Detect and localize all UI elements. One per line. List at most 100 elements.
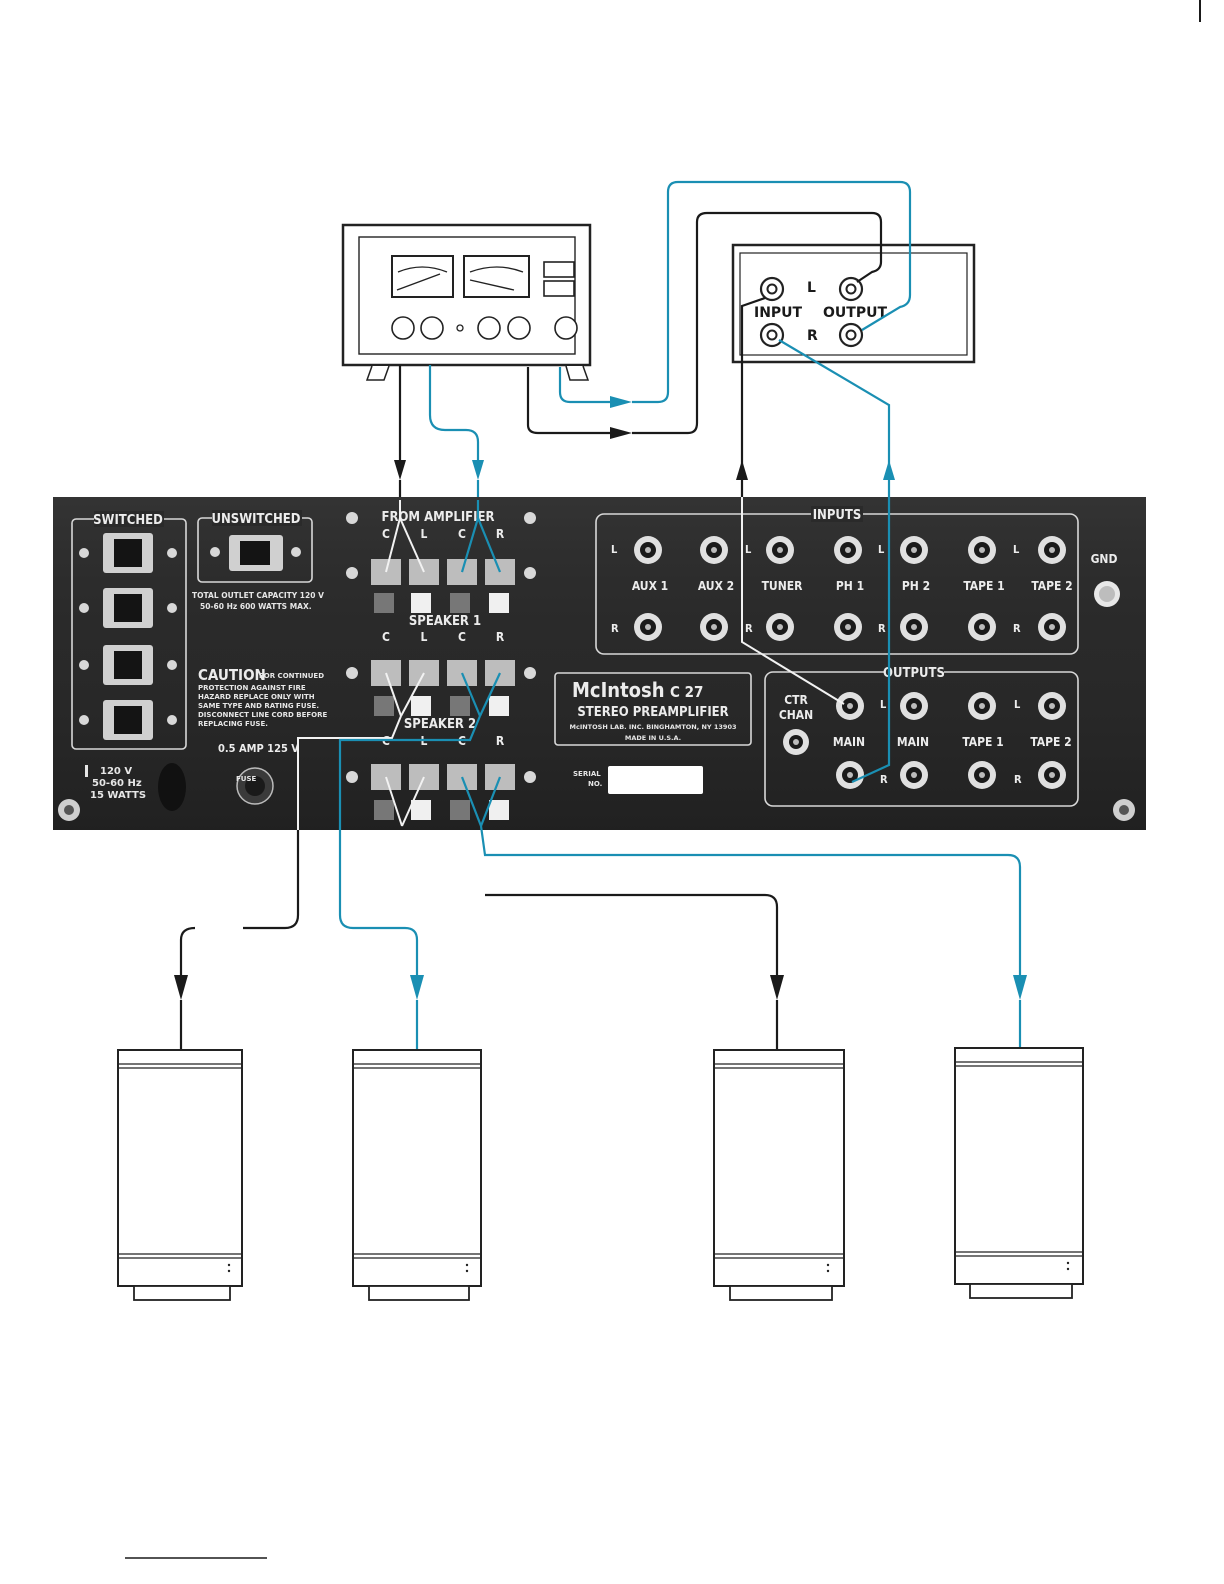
rca-jack — [1038, 692, 1066, 720]
rca-jack — [834, 536, 862, 564]
row-label-l: L — [745, 543, 752, 556]
rca-jack — [900, 692, 928, 720]
row-label-l: L — [611, 543, 618, 556]
col-label-r: R — [496, 527, 505, 541]
col-label-r: R — [496, 734, 505, 748]
power-watts: 15 WATTS — [90, 790, 146, 801]
col-label-r: R — [496, 630, 505, 644]
input-label-aux2: AUX 2 — [698, 579, 734, 593]
inputs-section: INPUTS L R L R L R L R AUX 1 AUX 2 TUNER — [595, 506, 1079, 655]
outlet-capacity-line1: TOTAL OUTLET CAPACITY 120 V — [192, 591, 324, 600]
rca-jack — [766, 536, 794, 564]
gnd-label: GND — [1091, 552, 1118, 566]
input-label-aux1: AUX 1 — [632, 579, 668, 593]
row-label-r: R — [611, 622, 619, 635]
rca-jack — [634, 613, 662, 641]
rca-jack — [834, 613, 862, 641]
power-cord — [158, 763, 186, 811]
speaker1-label: SPEAKER 1 — [409, 614, 481, 629]
output-label-tape1: TAPE 1 — [962, 735, 1003, 749]
input-label-tape2: TAPE 2 — [1031, 579, 1072, 593]
speaker-front-left — [117, 1049, 243, 1301]
caution-notice: CAUTION FOR CONTINUED PROTECTION AGAINST… — [198, 666, 327, 755]
rca-jack — [900, 613, 928, 641]
output-label-tape2: TAPE 2 — [1030, 735, 1071, 749]
amp-knob — [420, 316, 444, 340]
output-label-main-r: MAIN — [897, 735, 929, 749]
ctr-chan-line2: CHAN — [779, 708, 813, 722]
caution-line1: FOR CONTINUED — [259, 672, 324, 680]
terminal-release — [374, 800, 394, 820]
col-label-c: C — [458, 630, 466, 644]
outputs-label: OUTPUTS — [883, 666, 945, 681]
terminal-release — [411, 593, 431, 613]
input-jacks — [634, 536, 1066, 641]
signal-processor: L R INPUT OUTPUT — [731, 243, 976, 364]
input-label-ph2: PH 2 — [902, 579, 930, 593]
made-in: MADE IN U.S.A. — [625, 734, 681, 742]
amp-knob — [477, 316, 501, 340]
amp-switch-lower — [543, 280, 575, 297]
terminal-release — [489, 696, 509, 716]
amp-knob — [391, 316, 415, 340]
serial-no-label: NO. — [588, 780, 602, 788]
amp-switch-upper — [543, 261, 575, 278]
speaker-front-right — [352, 1049, 482, 1301]
terminal-release — [374, 593, 394, 613]
ctr-chan-line1: CTR — [784, 693, 808, 707]
product-name: STEREO PREAMPLIFIER — [577, 705, 728, 720]
caution-line5: DISCONNECT LINE CORD BEFORE — [198, 711, 327, 719]
speaker-rear-right — [954, 1047, 1084, 1299]
processor-jack-input-l — [759, 276, 785, 302]
switched-outlet — [79, 645, 177, 685]
wires-bottom — [174, 825, 1027, 1050]
terminal-release — [489, 593, 509, 613]
caution-line3: HAZARD REPLACE ONLY WITH — [198, 693, 315, 701]
rca-jack — [766, 613, 794, 641]
serial-number-plate — [608, 766, 703, 794]
ground-terminal: GND — [1091, 552, 1120, 607]
processor-jack-output-r — [838, 322, 864, 348]
rca-jack — [1038, 761, 1066, 789]
from-amplifier-label: FROM AMPLIFIER — [381, 510, 494, 525]
input-label-tuner: TUNER — [762, 579, 804, 593]
amp-knob — [554, 316, 578, 340]
caution-title: CAUTION — [198, 666, 266, 684]
terminal-release — [489, 800, 509, 820]
caution-line4: SAME TYPE AND RATING FUSE. — [198, 702, 319, 710]
unswitched-outlet-box: UNSWITCHED TOTAL OUTLET CAPACITY 120 V 5… — [192, 510, 324, 611]
brand-logo: McIntosh — [572, 678, 665, 702]
input-label-tape1: TAPE 1 — [963, 579, 1004, 593]
terminal-release — [450, 800, 470, 820]
row-label-r: R — [880, 773, 888, 786]
processor-jack-input-r — [759, 322, 785, 348]
power-section: 120 V 50-60 Hz 15 WATTS FUSE — [58, 763, 1135, 821]
fuse-rating: 0.5 AMP 125 V — [218, 742, 299, 755]
switched-outlet — [79, 588, 177, 628]
outlet-capacity-line2: 50-60 Hz 600 WATTS MAX. — [200, 602, 312, 611]
model-number: C 27 — [670, 683, 703, 701]
rca-jack — [968, 536, 996, 564]
amp-foot-left — [365, 365, 390, 381]
output-label-main-l: MAIN — [833, 735, 865, 749]
speaker-rear-left — [713, 1049, 845, 1301]
unswitched-label: UNSWITCHED — [211, 512, 300, 527]
terminal-release — [411, 696, 431, 716]
switched-outlets: SWITCHED — [71, 511, 187, 750]
speaker2-label: SPEAKER 2 — [404, 717, 476, 732]
processor-label-input: INPUT — [754, 305, 803, 321]
rca-jack — [700, 613, 728, 641]
rca-jack — [968, 613, 996, 641]
row-label-r: R — [745, 622, 753, 635]
row-label-l: L — [880, 698, 887, 711]
serial-label: SERIAL — [573, 770, 601, 778]
switched-label: SWITCHED — [93, 513, 163, 528]
row-label-l: L — [878, 543, 885, 556]
terminal-release — [374, 696, 394, 716]
terminal-release — [450, 593, 470, 613]
rca-jack-ctr-chan — [783, 729, 809, 755]
row-label-l: L — [1014, 698, 1021, 711]
terminal-release — [411, 800, 431, 820]
amp-meter-left — [391, 255, 454, 298]
